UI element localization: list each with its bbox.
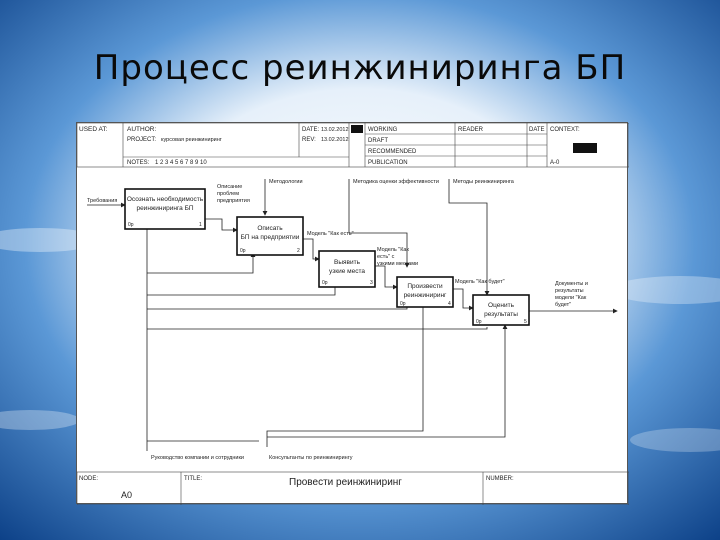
arrow-label-problems-2: проблем <box>217 191 239 197</box>
activity-a5-num: 5 <box>524 319 527 325</box>
arrow-label-bottlenecks-1: Модель "Как <box>377 247 409 253</box>
rev-value: 13.02.2012 <box>321 137 349 143</box>
date-value: 13.02.2012 <box>321 127 349 133</box>
number-label: NUMBER: <box>486 476 514 482</box>
author-label: AUTHOR: <box>127 126 156 133</box>
activity-a4-num: 4 <box>448 301 451 307</box>
arrow-label-as-is: Модель "Как есть" <box>307 231 354 237</box>
arrow-label-output-1: Документы и <box>555 281 588 287</box>
date-label: DATE: <box>302 127 320 133</box>
activity-a3[interactable]: Выявить узкие места 0р 3 <box>318 250 376 288</box>
date2-label: DATE <box>529 127 545 133</box>
activity-a5-name-1: Оценить <box>488 302 515 309</box>
context-node: A-0 <box>550 160 560 166</box>
diagram-arrows <box>87 179 618 451</box>
activity-a1-name-1: Осознать необходимость <box>127 195 204 203</box>
idef0-diagram-sheet: USED AT: AUTHOR: PROJECT: курсовая реинж… <box>76 122 629 505</box>
arrow-label-to-be: Модель "Как будет" <box>455 279 505 285</box>
status-recommended: RECOMMENDED <box>368 149 417 155</box>
context-label: CONTEXT: <box>550 127 580 133</box>
arrow-label-mech-consultants: Консультанты по реинжинирингу <box>269 455 353 461</box>
activity-a1[interactable]: Осознать необходимость реинжиниринга БП … <box>124 188 206 230</box>
arrow-label-output-2: результаты <box>555 288 584 294</box>
frame-header <box>77 123 629 168</box>
notes-value: 1 2 3 4 5 6 7 8 9 10 <box>155 160 207 166</box>
activity-a2-num: 2 <box>297 248 300 254</box>
activity-a2-name-1: Описать <box>257 225 283 232</box>
arrow-label-bottlenecks-3: узкими местами <box>377 261 418 267</box>
node-label: NODE: <box>79 476 98 482</box>
activity-a2[interactable]: Описать БП на предприятии 0р 2 <box>236 216 304 256</box>
activity-a4-name-1: Произвести <box>407 283 443 290</box>
activity-a2-name-2: БП на предприятии <box>241 234 300 241</box>
activity-a3-name-1: Выявить <box>334 259 361 266</box>
frame-footer <box>77 471 629 505</box>
activity-a2-cost: 0р <box>240 248 246 254</box>
node-value: A0 <box>121 490 132 500</box>
activity-a4-cost: 0р <box>400 301 406 307</box>
used-at-label: USED AT: <box>79 126 108 133</box>
arrow-label-problems-3: предприятия <box>217 198 250 204</box>
notes-label: NOTES: <box>127 160 150 166</box>
arrow-label-tools: Методологии <box>269 179 303 185</box>
title-value: Провести реинжиниринг <box>289 477 402 488</box>
status-draft: DRAFT <box>368 138 388 144</box>
arrow-label-output-3: модели "Как <box>555 295 587 301</box>
arrow-label-output-4: будет" <box>555 302 571 308</box>
activity-a5-cost: 0р <box>476 319 482 325</box>
rev-label: REV: <box>302 137 316 143</box>
activity-a5[interactable]: Оценить результаты 0р 5 <box>472 294 530 326</box>
title-label: TITLE: <box>184 476 202 482</box>
activity-a3-name-2: узкие места <box>329 268 365 275</box>
status-publication: PUBLICATION <box>368 160 408 166</box>
arrow-label-input: Требования <box>87 198 117 204</box>
activity-a4-name-2: реинжиниринг <box>404 292 447 299</box>
context-thumbnail <box>573 143 597 153</box>
arrow-label-methods-reeng: Методы реинжиниринга <box>453 179 515 185</box>
activity-a3-cost: 0р <box>322 280 328 286</box>
project-value: курсовая реинжиниринг <box>161 137 222 143</box>
arrow-label-problems-1: Описание <box>217 184 242 190</box>
arrow-label-mech-leaders: Руководство компании и сотрудники <box>151 455 244 461</box>
activity-a1-cost: 0р <box>128 222 134 228</box>
working-status-marker <box>351 125 363 133</box>
activity-a3-num: 3 <box>370 280 373 286</box>
activity-a5-name-2: результаты <box>484 311 518 318</box>
status-working: WORKING <box>368 127 398 133</box>
reader-label: READER <box>458 127 484 133</box>
arrow-label-methods-eval: Методика оценки эффективности <box>353 179 439 185</box>
activity-a4[interactable]: Произвести реинжиниринг 0р 4 <box>396 276 454 308</box>
activity-a1-name-2: реинжиниринга БП <box>136 205 193 212</box>
arrow-label-bottlenecks-2: есть" с <box>377 254 395 260</box>
activity-a1-num: 1 <box>199 222 202 228</box>
slide-title: Процесс реинжиниринга БП <box>93 48 627 88</box>
project-label: PROJECT: <box>127 137 156 143</box>
